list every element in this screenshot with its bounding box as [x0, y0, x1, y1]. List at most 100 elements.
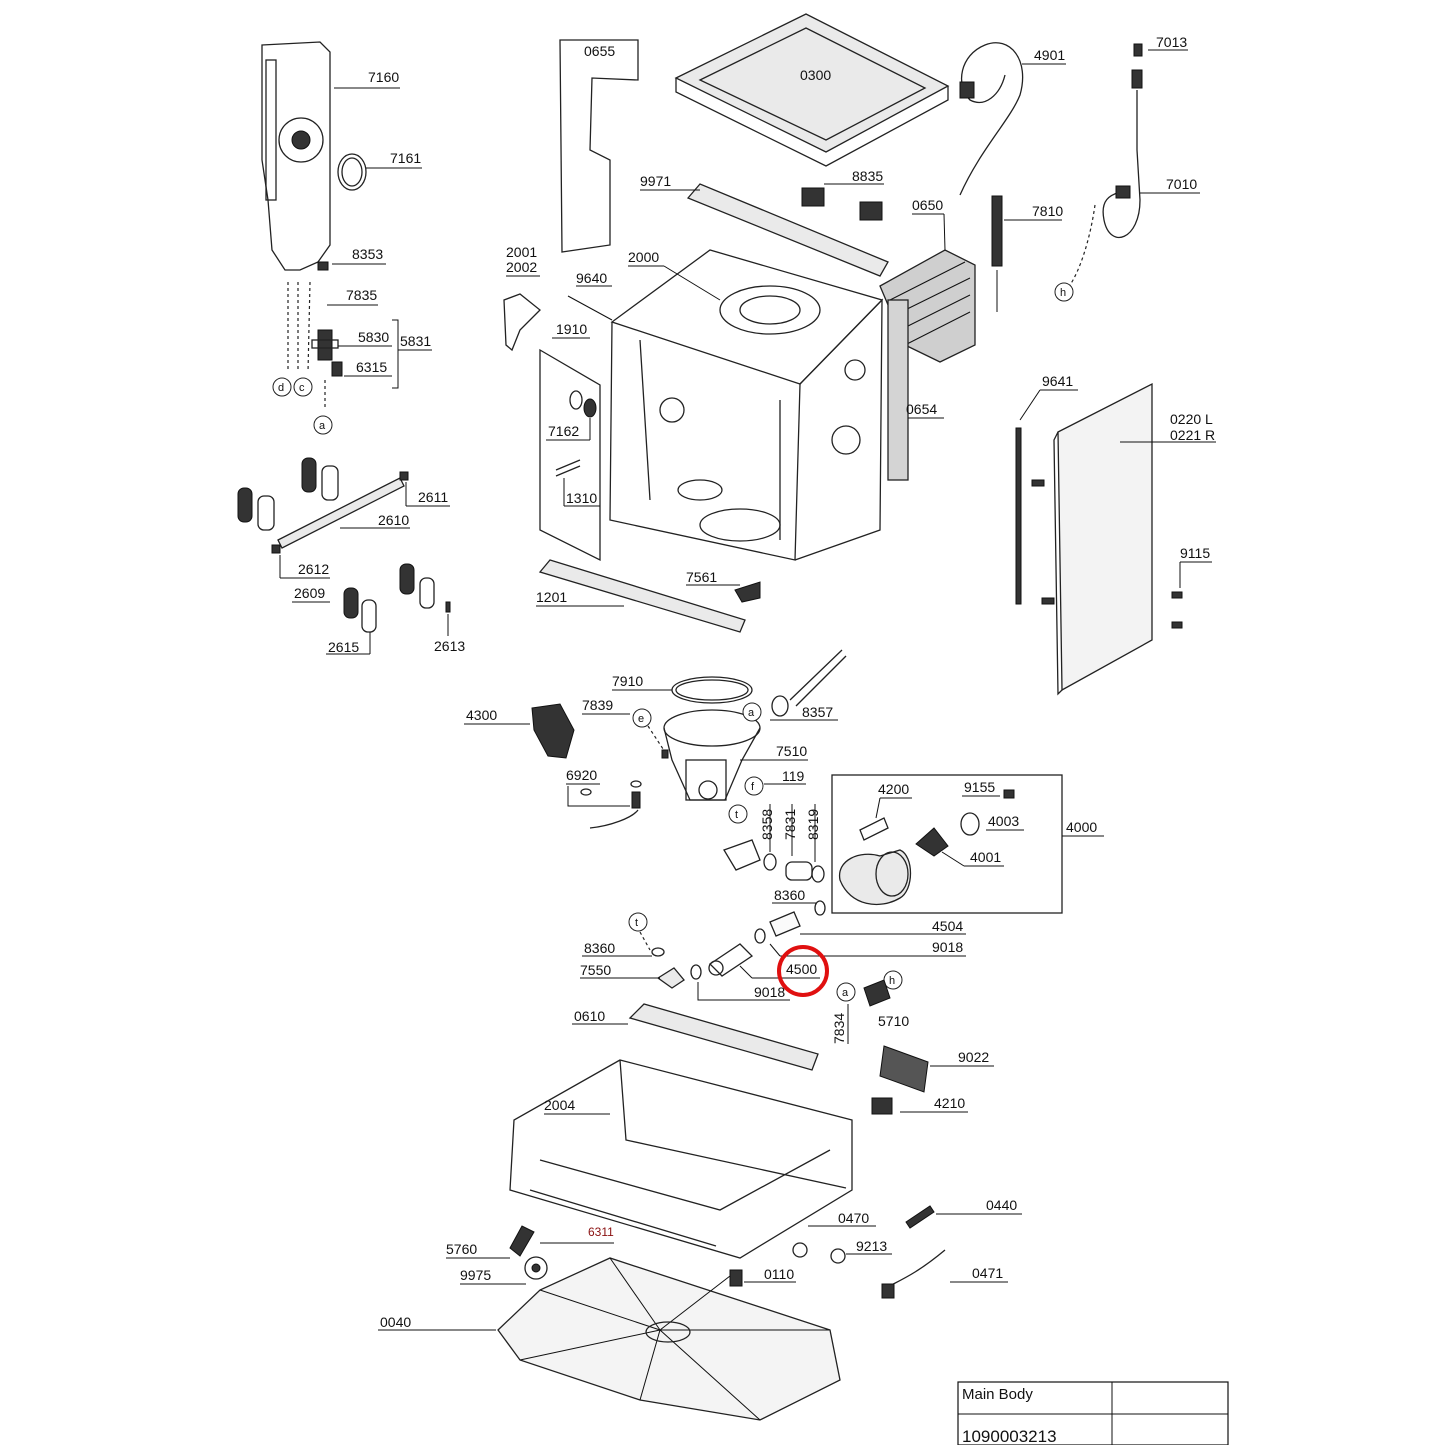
- part-9115-screws: 9115: [1171, 545, 1212, 629]
- connector-a-top-label: a: [319, 420, 326, 432]
- part-7161-ring: 7161: [337, 150, 422, 191]
- label-9018-lower: 9018: [754, 984, 785, 1000]
- label-0650: 0650: [912, 197, 943, 213]
- label-9022: 9022: [958, 1049, 989, 1065]
- part-9641-strip: 9641: [1015, 373, 1078, 605]
- label-9213: 9213: [856, 1238, 887, 1254]
- connector-h-low-label: h: [889, 975, 895, 987]
- label-8319: 8319: [805, 809, 821, 840]
- connector-t-lower-label: t: [635, 917, 638, 929]
- label-5831: 5831: [400, 333, 431, 349]
- part-0610-rail: 0610: [572, 1003, 819, 1071]
- label-4200: 4200: [878, 781, 909, 797]
- label-7910: 7910: [612, 673, 643, 689]
- label-8360-upper: 8360: [774, 887, 805, 903]
- connector-h-top: h: [1054, 282, 1074, 302]
- label-7161: 7161: [390, 150, 421, 166]
- part-7010-hose: 7010: [1069, 69, 1200, 286]
- label-2613: 2613: [434, 638, 465, 654]
- connector-a-low-label: a: [842, 987, 849, 999]
- part-5760: 5760: [446, 1225, 535, 1259]
- part-0654: 0654: [887, 299, 944, 481]
- part-4901-power-cable: 4901: [959, 42, 1066, 196]
- label-7162: 7162: [548, 423, 579, 439]
- label-5830: 5830: [358, 329, 389, 345]
- label-2612: 2612: [298, 561, 329, 577]
- part-4504-hose: 4504: [769, 911, 966, 937]
- label-0654: 0654: [906, 401, 937, 417]
- part-7162: 7162: [546, 390, 597, 441]
- label-4504: 4504: [932, 918, 963, 934]
- part-0470: 0470: [792, 1210, 876, 1258]
- part-7810: 7810: [991, 195, 1063, 312]
- connector-a-mid-label: a: [748, 707, 755, 719]
- part-4210: 4210: [871, 1095, 968, 1115]
- part-0655-panel: 0655: [559, 39, 639, 253]
- part-0220-0221-door-panel: 0220 L 0221 R: [1031, 382, 1216, 696]
- label-7834: 7834: [831, 1013, 847, 1044]
- label-7835: 7835: [346, 287, 377, 303]
- part-6311: 6311: [540, 1225, 614, 1244]
- label-2002: 2002: [506, 259, 537, 275]
- part-9971-rail: 9971: [640, 173, 889, 277]
- label-9640: 9640: [576, 270, 607, 286]
- label-0110: 0110: [764, 1266, 794, 1282]
- label-0040: 0040: [380, 1314, 411, 1330]
- connector-d-label: d: [278, 382, 284, 394]
- part-4500-hose: 4500: [708, 943, 820, 979]
- label-119: 119: [782, 768, 805, 784]
- label-8358: 8358: [759, 809, 775, 840]
- part-0471-sensor: 0471: [881, 1249, 1008, 1299]
- label-0655: 0655: [584, 43, 615, 59]
- label-7010: 7010: [1166, 176, 1197, 192]
- part-9022: 9022: [879, 1045, 994, 1093]
- title-block: Main Body 1090003213: [957, 1381, 1229, 1445]
- label-7013: 7013: [1156, 34, 1187, 50]
- parts-8358-7831-8319: 8358 7831 8319: [723, 804, 825, 883]
- connector-c: c: [293, 377, 313, 397]
- label-7160: 7160: [368, 69, 399, 85]
- label-0470: 0470: [838, 1210, 869, 1226]
- label-0221R: 0221 R: [1170, 427, 1215, 443]
- part-9213: 9213: [830, 1238, 892, 1264]
- connector-e-label: e: [638, 713, 644, 725]
- title-block-title: Main Body: [962, 1386, 1033, 1403]
- label-4003: 4003: [988, 813, 1019, 829]
- part-2004-base-frame: 2004: [509, 1059, 853, 1259]
- label-2615: 2615: [328, 639, 359, 655]
- part-1310: 1310: [555, 459, 600, 507]
- connector-f-label: f: [751, 781, 755, 793]
- connector-a-top: a: [313, 415, 333, 435]
- part-119: f 119: [744, 768, 806, 796]
- feet-parts: [237, 457, 451, 633]
- highlight-4500: [777, 945, 829, 997]
- label-9115: 9115: [1180, 545, 1210, 561]
- label-9975: 9975: [460, 1267, 491, 1283]
- part-7160-assembly: 7160: [261, 41, 400, 271]
- label-6315: 6315: [356, 359, 387, 375]
- label-7550: 7550: [580, 962, 611, 978]
- label-1201: 1201: [536, 589, 567, 605]
- title-block-doc-number: 1090003213: [962, 1427, 1057, 1445]
- label-7561: 7561: [686, 569, 717, 585]
- connector-d: d: [272, 377, 292, 397]
- part-0110: 0110: [729, 1266, 796, 1287]
- label-4001: 4001: [970, 849, 1001, 865]
- label-7510: 7510: [776, 743, 807, 759]
- label-0610: 0610: [574, 1008, 605, 1024]
- label-1910: 1910: [556, 321, 587, 337]
- connector-h-top-label: h: [1060, 287, 1066, 299]
- label-2004: 2004: [544, 1097, 575, 1113]
- part-7510-sump: 7510 a: [663, 702, 808, 801]
- part-1201-bar: 1201: [536, 559, 746, 633]
- part-8360-lower: 8360: [582, 940, 665, 957]
- part-9975: 9975: [460, 1256, 548, 1285]
- part-9640: 9640: [567, 270, 613, 321]
- label-4500: 4500: [786, 961, 817, 977]
- part-0300-top-cover: 0300: [674, 13, 950, 167]
- part-7561: 7561: [686, 569, 761, 603]
- label-8357: 8357: [802, 704, 833, 720]
- label-9971: 9971: [640, 173, 671, 189]
- connector-c-label: c: [299, 382, 305, 394]
